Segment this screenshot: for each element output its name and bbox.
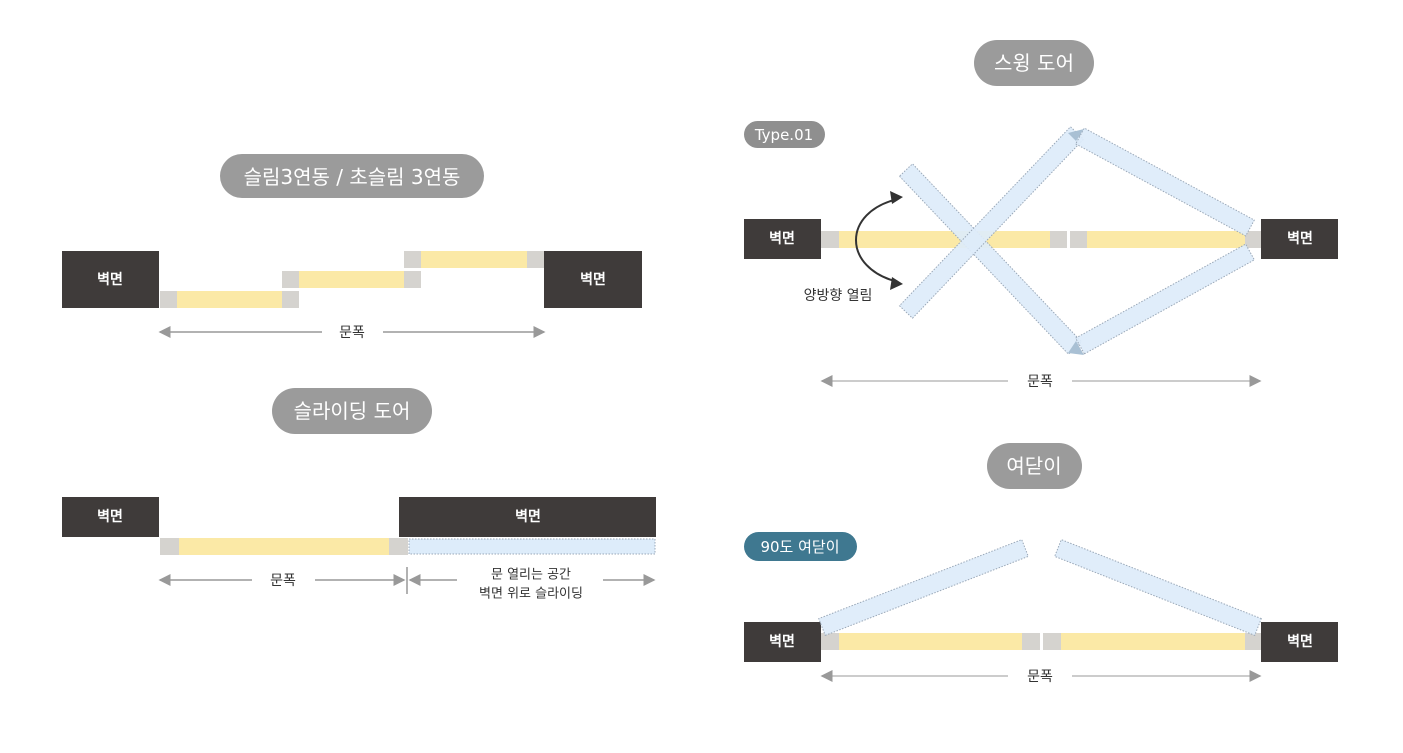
sliding-section: 슬라이딩 도어 벽면 벽면 문폭 문 열리는 공간 벽면 위로 슬라이딩: [62, 388, 656, 602]
space-label-1: 문 열리는 공간: [491, 568, 571, 583]
swing-title-pill: [974, 40, 1094, 86]
hinged-title-pill: [987, 443, 1082, 489]
hinged-open-panels: [818, 538, 1262, 637]
sliding-space: [408, 538, 656, 555]
wall-right-label: 벽면: [1287, 633, 1313, 650]
wall-right-label: 벽면: [1287, 230, 1313, 247]
open-door-panel: [898, 163, 1083, 355]
slim-title: 슬림3연동 / 초슬림 3연동: [244, 165, 461, 189]
sliding-title-pill: [272, 388, 432, 434]
swing-title: 스윙 도어: [994, 51, 1074, 75]
type-badge-label: Type.01: [754, 126, 813, 144]
wall-left-label: 벽면: [97, 271, 123, 288]
slim-section: 슬림3연동 / 초슬림 3연동 벽면 벽면 문폭: [62, 154, 642, 341]
hinged-closed-door: [821, 633, 1261, 650]
swing-closed-door: [821, 231, 1261, 248]
wall-right: [399, 497, 656, 537]
wall-left-label: 벽면: [769, 633, 795, 650]
open-door-panel: [1054, 538, 1262, 637]
width-label: 문폭: [339, 325, 365, 341]
arrow-head-icon: [890, 191, 903, 204]
two-way-arrow-icon: [855, 198, 899, 283]
open-door-panel: [1075, 127, 1255, 237]
wall-left: [62, 251, 159, 308]
width-label: 문폭: [270, 573, 296, 589]
open-door-panel: [898, 126, 1085, 319]
open-door-panel: [1074, 243, 1256, 355]
arrow-head-icon: [890, 277, 903, 290]
swing-section: 스윙 도어 Type.01 벽면 벽면 양방향 열림 문폭: [744, 40, 1338, 390]
hinged-section: 여닫이 90도 여닫이 벽면 벽면 문폭: [744, 443, 1338, 685]
slim-title-pill: [220, 154, 484, 198]
panel-3: [404, 251, 544, 268]
type-badge: [744, 532, 857, 561]
wall-right-label: 벽면: [515, 508, 541, 525]
wall-right: [544, 251, 642, 308]
wall-left: [744, 622, 821, 662]
space-label-2: 벽면 위로 슬라이딩: [479, 587, 583, 602]
hinge-marker: [1068, 341, 1084, 355]
sliding-panel: [160, 538, 408, 555]
wall-right: [1261, 622, 1338, 662]
open-door-panel: [818, 538, 1029, 637]
type-badge: [744, 121, 825, 148]
wall-left: [744, 219, 821, 259]
panel-1: [160, 291, 299, 308]
open-label: 양방향 열림: [804, 288, 873, 304]
wall-right: [1261, 219, 1338, 259]
wall-right-label: 벽면: [580, 271, 606, 288]
width-label: 문폭: [1027, 374, 1053, 390]
panel-2: [282, 271, 421, 288]
swing-open-panels: [898, 126, 1256, 355]
wall-left-label: 벽면: [97, 508, 123, 525]
width-label: 문폭: [1027, 669, 1053, 685]
hinge-marker: [1068, 129, 1084, 141]
type-badge-label: 90도 여닫이: [760, 538, 839, 556]
wall-left: [62, 497, 159, 537]
wall-left-label: 벽면: [769, 230, 795, 247]
hinged-title: 여닫이: [1006, 454, 1061, 478]
sliding-title: 슬라이딩 도어: [294, 399, 411, 423]
